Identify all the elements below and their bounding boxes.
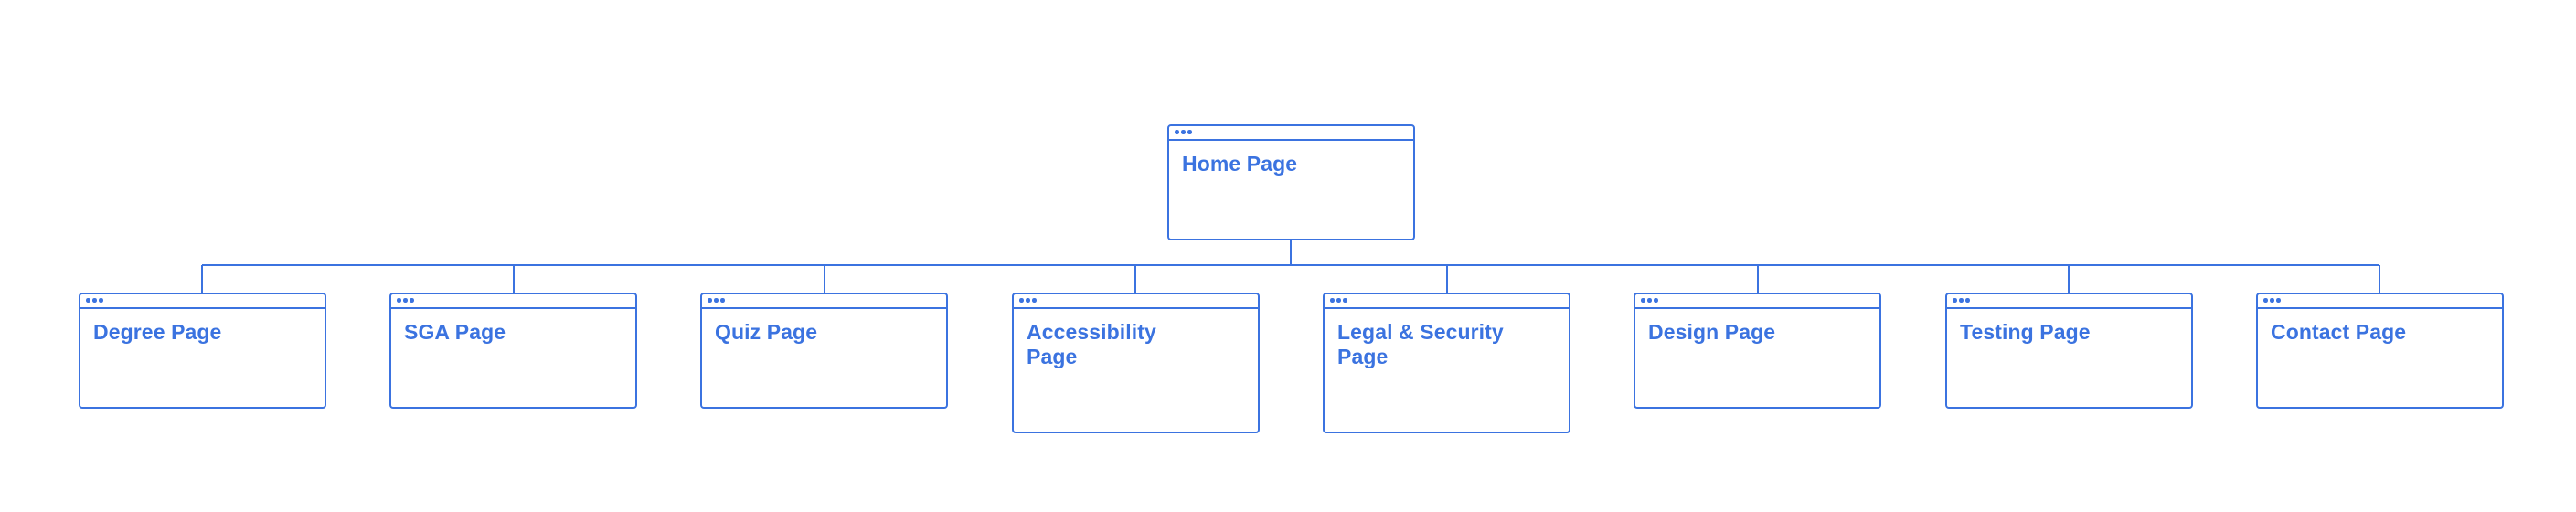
sga-page-node: SGA Page bbox=[389, 293, 637, 409]
design-page-node: Design Page bbox=[1634, 293, 1881, 409]
legal-security-page-node: Legal & Security Page bbox=[1323, 293, 1570, 433]
window-dots-icon bbox=[1953, 298, 1970, 303]
window-dots-icon bbox=[2263, 298, 2281, 303]
window-titlebar bbox=[1635, 294, 1879, 309]
contact-page-node: Contact Page bbox=[2256, 293, 2504, 409]
window-titlebar bbox=[702, 294, 946, 309]
testing-page-node: Testing Page bbox=[1945, 293, 2193, 409]
window-titlebar bbox=[2258, 294, 2502, 309]
node-label: Home Page bbox=[1182, 152, 1298, 176]
accessibility-page-node: Accessibility Page bbox=[1012, 293, 1260, 433]
degree-page-node: Degree Page bbox=[79, 293, 326, 409]
node-label: Design Page bbox=[1648, 320, 1776, 344]
window-dots-icon bbox=[1641, 298, 1658, 303]
home-page-node: Home Page bbox=[1167, 124, 1415, 240]
window-dots-icon bbox=[708, 298, 725, 303]
window-dots-icon bbox=[1175, 130, 1192, 134]
window-dots-icon bbox=[397, 298, 414, 303]
node-label: Quiz Page bbox=[715, 320, 818, 344]
node-label: Degree Page bbox=[93, 320, 222, 344]
window-titlebar bbox=[1325, 294, 1569, 309]
node-label: SGA Page bbox=[404, 320, 506, 344]
node-label: Testing Page bbox=[1960, 320, 2091, 344]
window-titlebar bbox=[80, 294, 325, 309]
node-label: Accessibility Page bbox=[1027, 320, 1156, 368]
node-label: Legal & Security Page bbox=[1337, 320, 1504, 368]
window-titlebar bbox=[1947, 294, 2191, 309]
window-dots-icon bbox=[1330, 298, 1347, 303]
quiz-page-node: Quiz Page bbox=[700, 293, 948, 409]
window-titlebar bbox=[391, 294, 635, 309]
window-dots-icon bbox=[1019, 298, 1037, 303]
window-dots-icon bbox=[86, 298, 103, 303]
window-titlebar bbox=[1169, 126, 1413, 141]
window-titlebar bbox=[1014, 294, 1258, 309]
node-label: Contact Page bbox=[2271, 320, 2407, 344]
